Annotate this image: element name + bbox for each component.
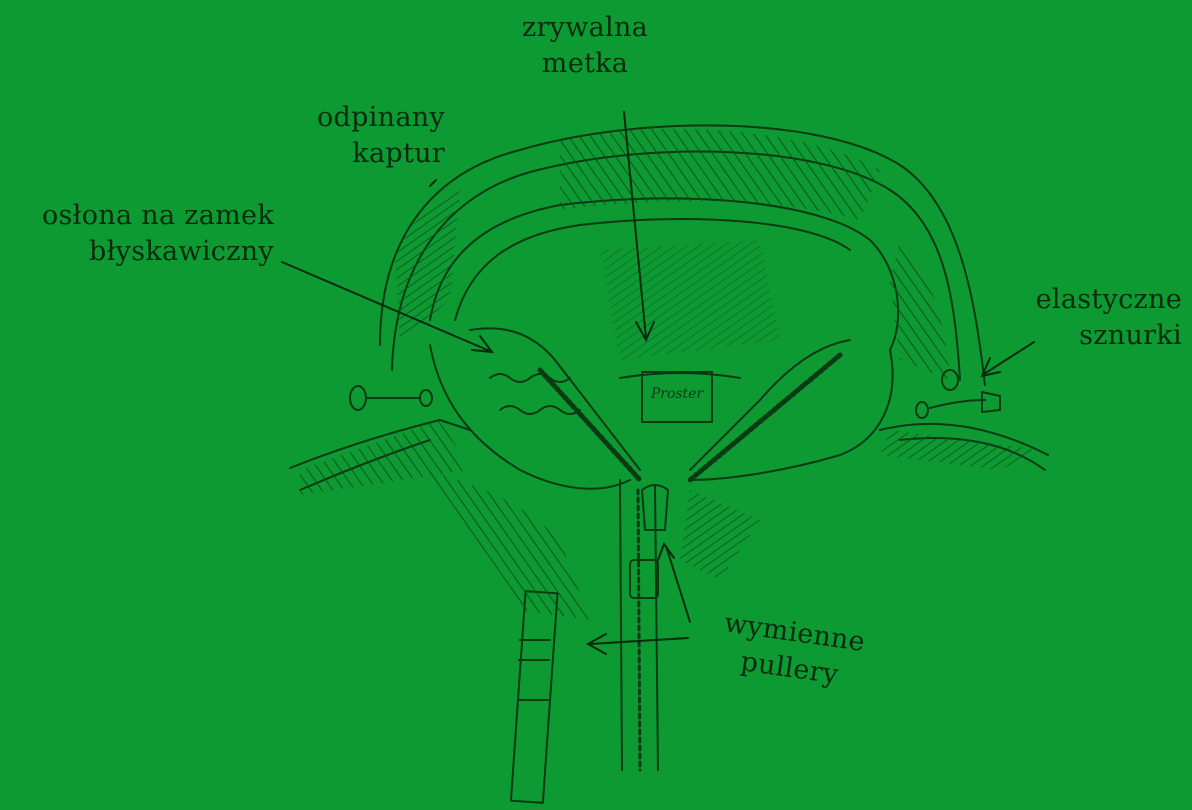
label-hood-line1: odpinany <box>290 100 445 136</box>
label-tag-line1: zrywalna <box>510 10 660 46</box>
label-cords-line1: elastyczne <box>1010 282 1182 318</box>
brand-tag-text: Proster <box>650 386 705 402</box>
lining-wave <box>490 374 570 382</box>
hood-arrow <box>430 180 436 186</box>
zip-puller <box>630 560 658 598</box>
left-eyelet <box>350 386 366 410</box>
label-cords-line2: sznurki <box>1010 318 1182 354</box>
label-tag: zrywalna metka <box>510 10 660 82</box>
label-cords: elastyczne sznurki <box>1010 282 1182 354</box>
zipper-left-teeth <box>540 370 640 480</box>
spare-puller <box>511 591 558 803</box>
label-zip-guard-line1: osłona na zamek <box>16 198 274 234</box>
shading <box>300 129 1040 620</box>
label-zip-guard-line2: błyskawiczny <box>16 234 274 270</box>
label-hood: odpinany kaptur <box>290 100 445 172</box>
cord-stopper <box>982 392 1000 412</box>
label-zip-guard: osłona na zamek błyskawiczny <box>16 198 274 270</box>
zipper-main <box>620 480 622 770</box>
label-hood-line2: kaptur <box>290 136 445 172</box>
label-tag-line2: metka <box>510 46 660 82</box>
zip-guard-arrow <box>282 262 492 352</box>
